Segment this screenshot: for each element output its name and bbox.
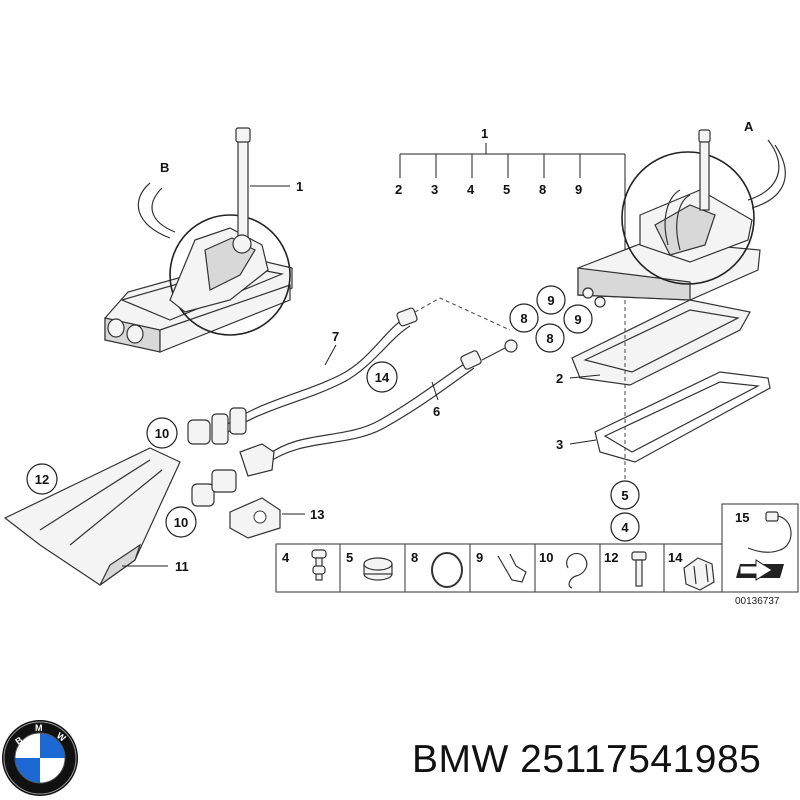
detail-a-magnifier xyxy=(621,129,786,285)
svg-text:3: 3 xyxy=(431,182,438,197)
svg-text:5: 5 xyxy=(503,182,510,197)
callout-circle-12: 12 xyxy=(26,463,58,495)
svg-text:12: 12 xyxy=(35,472,49,487)
table-cell-10: 10 xyxy=(539,550,588,589)
parts-table xyxy=(275,543,723,593)
svg-text:10: 10 xyxy=(155,426,169,441)
detail-a-housing xyxy=(577,239,761,308)
svg-text:9: 9 xyxy=(574,312,581,327)
svg-text:4: 4 xyxy=(282,550,290,565)
callout-circle-14: 14 xyxy=(366,361,398,393)
svg-text:15: 15 xyxy=(735,510,749,525)
callout-circle-10-lower: 10 xyxy=(165,506,197,538)
clip-part-13: 13 xyxy=(229,497,324,539)
svg-text:11: 11 xyxy=(175,559,189,574)
svg-text:2: 2 xyxy=(395,182,402,197)
svg-text:4: 4 xyxy=(621,520,629,535)
legend-box-15: 15 xyxy=(721,503,799,593)
svg-text:9: 9 xyxy=(575,182,582,197)
part-number: 25117541985 xyxy=(520,738,762,781)
callout-circle-5: 5 xyxy=(610,480,640,510)
svg-text:5: 5 xyxy=(346,550,353,565)
callout-circle-9-right: 9 xyxy=(563,304,593,334)
svg-text:8: 8 xyxy=(411,550,418,565)
footer-caption: BMW 25117541985 xyxy=(412,738,761,782)
svg-text:M: M xyxy=(35,723,43,733)
table-cell-5: 5 xyxy=(346,550,393,581)
svg-text:10: 10 xyxy=(539,550,553,565)
gasket-part-3: 3 xyxy=(556,371,771,463)
callout-circle-10-upper: 10 xyxy=(146,417,178,449)
svg-text:10: 10 xyxy=(174,515,188,530)
callout-a-letter: A xyxy=(744,119,754,134)
table-cell-9: 9 xyxy=(476,550,527,583)
bmw-logo: B M W xyxy=(2,720,78,796)
svg-text:7: 7 xyxy=(332,329,339,344)
callout-b-letter: B xyxy=(160,160,169,175)
callout-circle-4: 4 xyxy=(610,512,640,542)
svg-text:1: 1 xyxy=(296,179,303,194)
table-cell-4: 4 xyxy=(282,549,327,581)
cable-6: 6 xyxy=(267,339,518,464)
svg-text:8: 8 xyxy=(546,331,553,346)
svg-text:B: B xyxy=(160,160,169,175)
table-cell-8: 8 xyxy=(411,550,463,588)
cable-7: 7 xyxy=(221,297,511,437)
drawing-number: 00136737 xyxy=(735,596,780,607)
bushing-part-10 xyxy=(187,407,275,507)
table-cell-12: 12 xyxy=(604,550,647,587)
svg-text:B: B xyxy=(13,734,24,746)
table-cell-14: 14 xyxy=(668,550,715,591)
callout-circle-9-upper: 9 xyxy=(536,285,566,315)
svg-text:9: 9 xyxy=(547,293,554,308)
svg-text:8: 8 xyxy=(520,311,527,326)
bracket-part-11: 11 xyxy=(3,447,189,586)
svg-text:14: 14 xyxy=(375,370,390,385)
svg-text:00136737: 00136737 xyxy=(735,596,780,607)
svg-text:3: 3 xyxy=(556,437,563,452)
callout-b-part-1: 1 xyxy=(250,179,303,194)
svg-text:8: 8 xyxy=(539,182,546,197)
svg-text:4: 4 xyxy=(467,182,475,197)
svg-text:1: 1 xyxy=(481,126,488,141)
svg-text:2: 2 xyxy=(556,371,563,386)
callout-circle-8-lower: 8 xyxy=(535,323,565,353)
gasket-part-2: 2 xyxy=(556,299,751,386)
detail-b-magnifier xyxy=(137,127,291,336)
svg-text:A: A xyxy=(744,119,754,134)
svg-text:6: 6 xyxy=(433,404,440,419)
svg-text:9: 9 xyxy=(476,550,483,565)
callout-circle-8-upper: 8 xyxy=(509,303,539,333)
svg-text:12: 12 xyxy=(604,550,618,565)
svg-text:13: 13 xyxy=(310,507,324,522)
top-group-bracket: 1 2 3 4 5 8 9 xyxy=(395,126,626,270)
svg-text:14: 14 xyxy=(668,550,683,565)
svg-text:5: 5 xyxy=(621,488,628,503)
brand-name: BMW xyxy=(412,738,509,781)
